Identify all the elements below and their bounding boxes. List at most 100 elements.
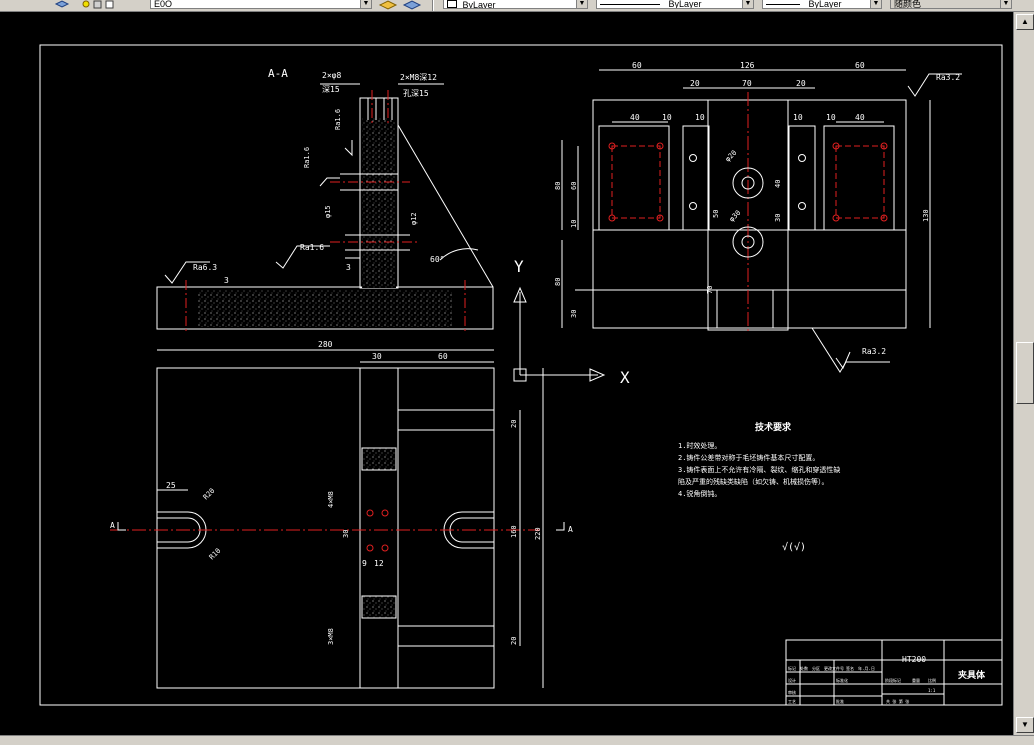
roughness-ra32-top: Ra3.2	[907, 73, 962, 97]
color-dropdown[interactable]: ByLayer ▼	[443, 0, 588, 9]
svg-text:4.锐角倒钝。: 4.锐角倒钝。	[678, 489, 721, 498]
svg-text:批准: 批准	[836, 698, 844, 704]
svg-text:标记: 标记	[788, 665, 796, 671]
pin-depth-note: 深15	[322, 85, 340, 94]
svg-text:40: 40	[855, 113, 865, 122]
plotstyle-dropdown-value: 随颜色	[894, 0, 922, 9]
svg-text:50: 50	[712, 210, 720, 218]
linetype-preview	[600, 4, 660, 6]
svg-text:130: 130	[922, 209, 930, 222]
pin-note: 2×φ8	[322, 71, 341, 80]
horizontal-scrollbar[interactable]	[0, 735, 1034, 745]
thread-note: 2×M8深12	[400, 73, 437, 82]
section-marker-right: A	[568, 525, 573, 534]
roughness-default: √(√)	[782, 541, 806, 553]
color-swatch	[447, 0, 457, 8]
svg-text:1.时效处理。: 1.时效处理。	[678, 441, 721, 450]
section-title: A-A	[268, 67, 288, 80]
svg-text:2.铸件公差带对称于毛坯铸件基本尺寸配置。: 2.铸件公差带对称于毛坯铸件基本尺寸配置。	[678, 453, 819, 462]
svg-text:重量: 重量	[912, 677, 920, 683]
svg-text:60: 60	[855, 61, 865, 70]
plan-view: 280 30 60 25 R20 R10 4×M8 30 9 12 3×M8 2…	[110, 340, 573, 689]
layer-states-icon[interactable]	[54, 0, 70, 10]
ucs-icon: Y X	[513, 257, 630, 387]
linetype-dropdown[interactable]: ByLayer ▼	[596, 0, 754, 9]
properties-toolbar: E0O ▼ ByLayer ▼ ByLayer ▼ ByLayer ▼ 随颜色 …	[0, 0, 1034, 12]
material-label: HT200	[902, 655, 926, 664]
svg-text:40: 40	[774, 180, 782, 188]
layer-dropdown-value: E0O	[154, 0, 173, 9]
svg-text:220: 220	[534, 527, 542, 540]
svg-text:阶段标记: 阶段标记	[885, 677, 901, 683]
plotstyle-dropdown[interactable]: 随颜色 ▼	[890, 0, 1012, 9]
svg-text:12: 12	[374, 559, 384, 568]
svg-text:60: 60	[632, 61, 642, 70]
svg-text:10: 10	[793, 113, 803, 122]
svg-text:30: 30	[570, 310, 578, 318]
scroll-thumb[interactable]	[1016, 342, 1034, 404]
svg-text:Ra3.2: Ra3.2	[936, 73, 960, 82]
vertical-scrollbar[interactable]: ▲ ▼	[1013, 12, 1034, 735]
dim-phi15: φ15	[324, 205, 332, 218]
roughness-ra16-upper: Ra1.6	[303, 147, 340, 187]
chevron-down-icon: ▼	[742, 0, 753, 8]
make-layer-current-icon[interactable]	[378, 0, 398, 10]
svg-text:标准化: 标准化	[836, 677, 848, 683]
svg-text:4×M8: 4×M8	[327, 491, 335, 508]
svg-text:共 张 第 张: 共 张 第 张	[886, 698, 909, 704]
svg-text:更改文件号: 更改文件号	[824, 665, 844, 671]
upright-hatch	[362, 118, 396, 288]
part-name: 夹具体	[958, 669, 986, 681]
dim-3-b: 3	[346, 263, 351, 272]
svg-text:10: 10	[570, 220, 578, 228]
svg-text:70: 70	[706, 286, 714, 294]
svg-text:280: 280	[318, 340, 333, 349]
rib-line	[397, 124, 494, 288]
svg-text:Ra1.6: Ra1.6	[334, 109, 342, 130]
roughness-ra63: Ra6.3	[164, 261, 217, 284]
roughness-ra32-bottom: Ra3.2	[811, 327, 890, 373]
svg-text:10: 10	[662, 113, 672, 122]
svg-text:φ20: φ20	[724, 149, 739, 164]
section-marker-left: A	[110, 521, 115, 530]
svg-text:126: 126	[740, 61, 755, 70]
svg-text:20: 20	[690, 79, 700, 88]
dim-phi12: φ12	[410, 212, 418, 225]
scroll-up-button[interactable]: ▲	[1016, 14, 1034, 30]
thread-depth-note: 孔深15	[403, 89, 429, 98]
cad-drawing: A-A 60° 2×φ8 深15 2×M8深12 孔深15	[39, 44, 1003, 706]
svg-text:处数: 处数	[800, 665, 808, 671]
chevron-down-icon: ▼	[870, 0, 881, 8]
tech-title: 技术要求	[755, 421, 792, 433]
svg-text:20: 20	[796, 79, 806, 88]
base-hatch	[197, 290, 452, 327]
svg-text:10: 10	[826, 113, 836, 122]
drawing-canvas[interactable]: A-A 60° 2×φ8 深15 2×M8深12 孔深15	[0, 12, 1013, 735]
axis-x-label: X	[620, 368, 630, 387]
angle-arc	[439, 248, 479, 261]
scroll-down-button[interactable]: ▼	[1016, 717, 1034, 733]
svg-text:工艺: 工艺	[788, 699, 796, 704]
svg-text:R20: R20	[202, 487, 217, 502]
layer-previous-icon[interactable]	[402, 0, 422, 10]
layer-dropdown[interactable]: E0O ▼	[150, 0, 372, 9]
svg-text:20: 20	[510, 420, 518, 428]
svg-text:3.铸件表面上不允许有冷隔、裂纹、缩孔和穿透性缺: 3.铸件表面上不允许有冷隔、裂纹、缩孔和穿透性缺	[678, 465, 840, 474]
chevron-down-icon: ▼	[360, 0, 371, 8]
svg-text:70: 70	[742, 79, 752, 88]
svg-text:25: 25	[166, 481, 176, 490]
lineweight-dropdown[interactable]: ByLayer ▼	[762, 0, 882, 9]
svg-text:40: 40	[630, 113, 640, 122]
plan-outline	[156, 367, 495, 689]
chevron-down-icon: ▼	[1000, 0, 1011, 8]
layer-status-icons	[80, 0, 150, 10]
svg-text:60: 60	[570, 182, 578, 190]
drawing-border	[39, 44, 1003, 706]
svg-text:30: 30	[774, 214, 782, 222]
dim-3-a: 3	[224, 276, 229, 285]
chevron-down-icon: ▼	[576, 0, 587, 8]
roughness-ra16-left: Ra1.6	[275, 243, 330, 269]
svg-text:审核: 审核	[788, 689, 796, 695]
angle-label: 60°	[430, 255, 444, 264]
svg-text:20: 20	[510, 637, 518, 645]
